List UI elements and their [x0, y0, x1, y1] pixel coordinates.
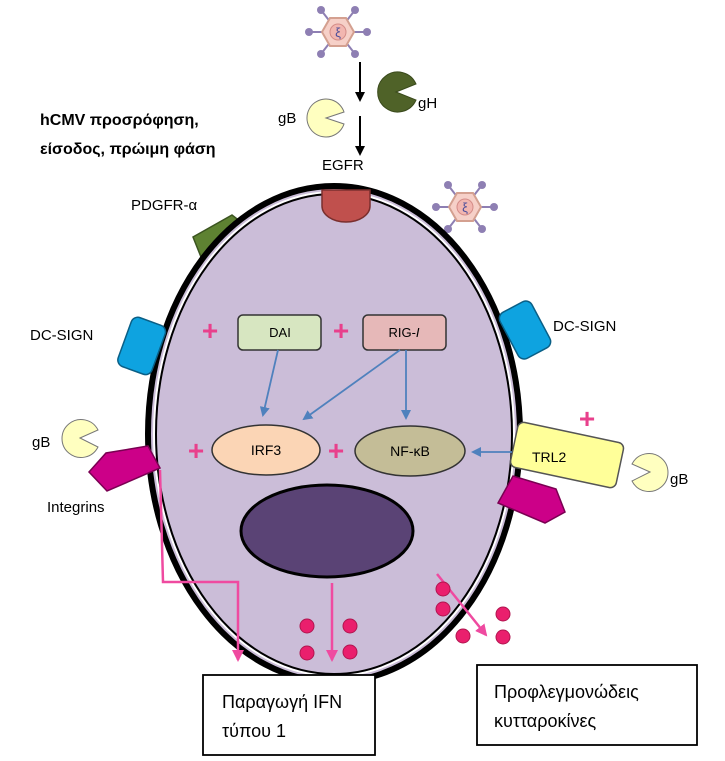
gb-label-right: gB: [670, 471, 688, 488]
cytokine-output-line-1: Προφλεγμονώδεις: [494, 682, 639, 702]
plus-sign: +: [333, 315, 349, 346]
integrins-label: Integrins: [47, 499, 105, 516]
gb-label-left: gB: [32, 434, 50, 451]
egfr-receptor: [321, 189, 371, 223]
nfkb-label: NF-κB: [390, 443, 430, 459]
gb-glycoprotein-icon: [61, 419, 99, 458]
ifn-output-box: [202, 674, 376, 756]
virus-particle-top: ξ: [305, 6, 371, 58]
nucleus: [239, 483, 415, 579]
dai-label: DAI: [269, 325, 291, 340]
plus-sign: +: [579, 403, 595, 434]
irf3-label: IRF3: [251, 442, 282, 458]
pdgfr-label: PDGFR-α: [131, 197, 197, 214]
ifn-output-line-2: τύπου 1: [222, 721, 286, 741]
dcsign-receptor-right: [498, 300, 552, 360]
title-line-1: hCMV προσρόφηση,: [40, 112, 199, 129]
integrin-receptor-left: [87, 445, 162, 492]
rig-label: RIG-I: [388, 325, 419, 340]
rig-sensor-box: [362, 314, 447, 351]
virus-genome-symbol: ξ: [462, 200, 468, 215]
cytokine-output-line-2: κυτταροκίνες: [494, 711, 596, 731]
gb-label-top: gB: [278, 110, 296, 127]
irf3-node: [211, 424, 321, 476]
gb-glycoprotein-icon: [306, 98, 345, 138]
virus-genome-symbol: ξ: [335, 25, 341, 40]
cytokine-output-box: [476, 664, 698, 746]
integrin-receptor-right: [496, 475, 566, 524]
arrow-integrin-to-ifn: [158, 469, 244, 662]
trl2-receptor: [509, 421, 625, 489]
dcsign-label-right: DC-SIGN: [553, 318, 616, 335]
plus-sign: +: [188, 435, 204, 466]
dai-sensor-box: [237, 314, 322, 351]
nfkb-node: [354, 425, 466, 477]
arrow-rig-to-irf3: [302, 349, 401, 421]
plus-sign: +: [202, 315, 218, 346]
gh-glycoprotein-icon: [377, 71, 417, 113]
egfr-label: EGFR: [322, 157, 364, 174]
title-line-2: είσοδος, πρώιμη φάση: [40, 141, 216, 158]
plus-sign: +: [328, 435, 344, 466]
arrow-dai-to-irf3: [259, 349, 279, 417]
trl2-label: TRL2: [532, 449, 566, 465]
dcsign-receptor-left: [117, 316, 167, 376]
gb-glycoprotein-icon: [631, 453, 669, 492]
dcsign-label-left: DC-SIGN: [30, 327, 93, 344]
gh-label: gH: [418, 95, 437, 112]
virus-particle-right: ξ: [432, 181, 498, 233]
ifn-output-line-1: Παραγωγή IFN: [222, 692, 342, 712]
cytokine-particles: [299, 581, 511, 661]
